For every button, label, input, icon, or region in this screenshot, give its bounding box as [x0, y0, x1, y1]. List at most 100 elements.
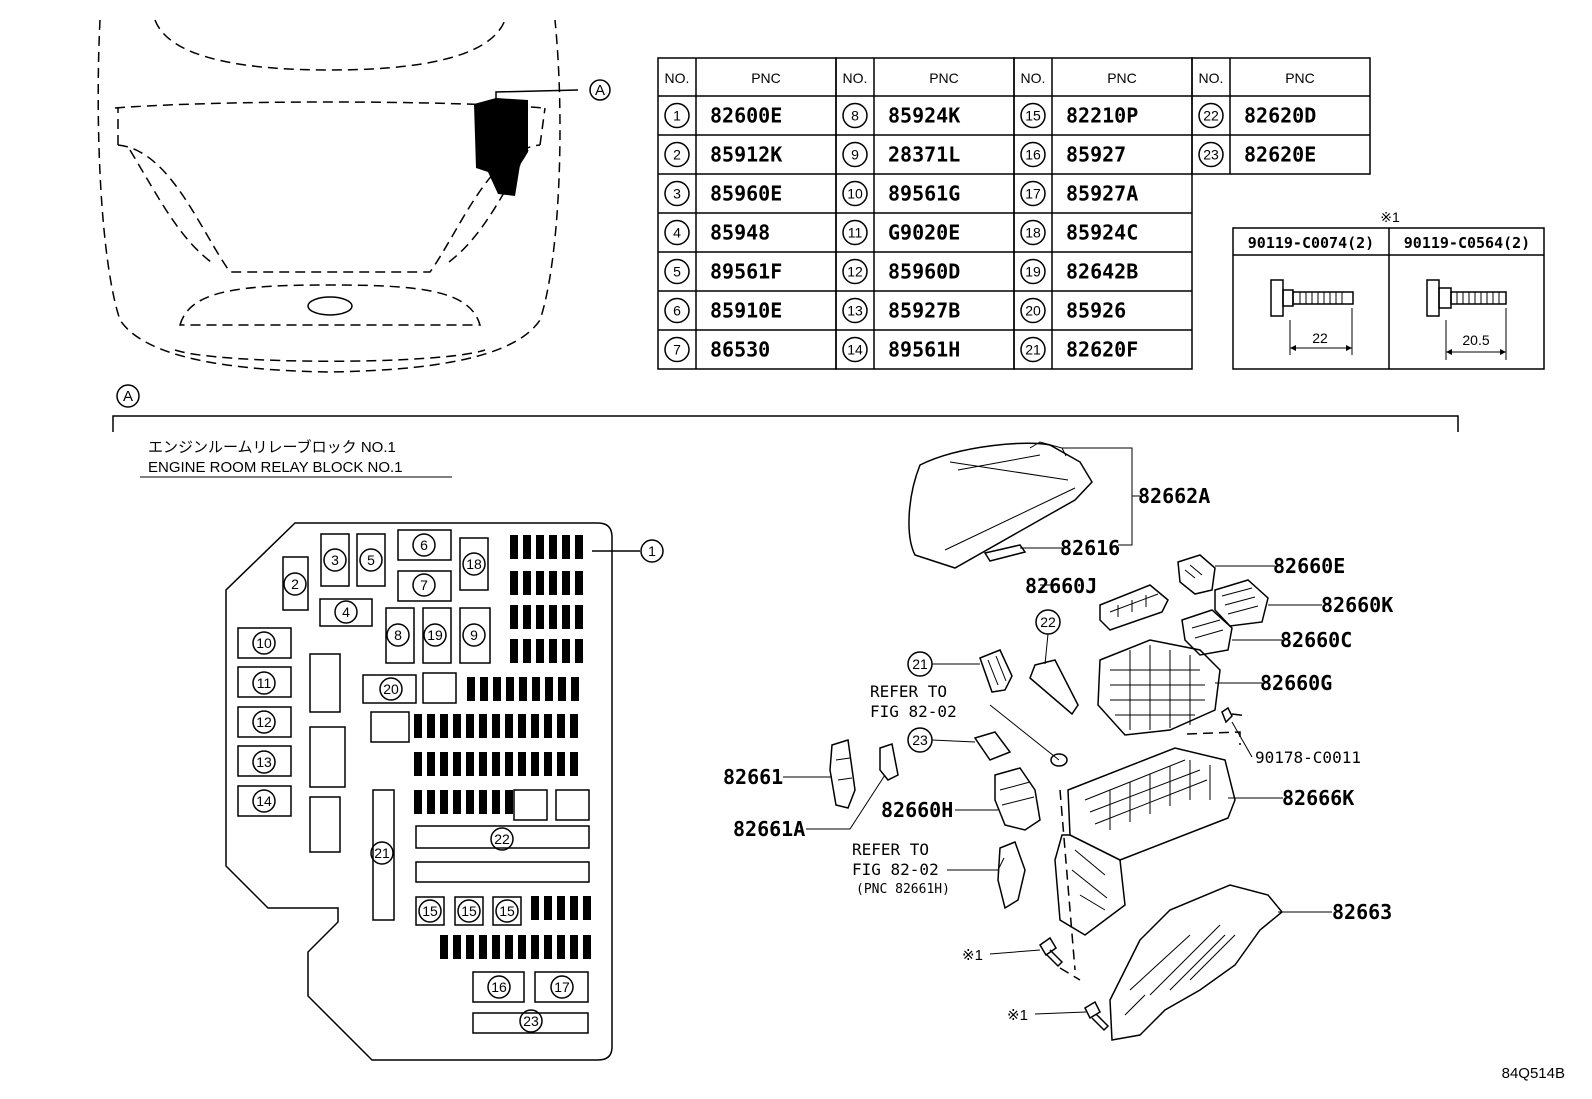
pnc-code: 85960E [710, 182, 782, 206]
pnc-code: 85926 [1066, 299, 1126, 323]
fuse-bar [523, 605, 531, 629]
fuse-bar [479, 790, 487, 814]
pnc-no: 11 [848, 225, 863, 241]
relay-slot-number: 11 [257, 675, 272, 691]
bolt-icon [1038, 936, 1064, 968]
fuse-bar [427, 714, 435, 738]
relay-slot-number: 9 [470, 627, 478, 643]
relay-slot-circle [334, 600, 358, 624]
relay-slot [237, 627, 292, 659]
relay-slot-number: 17 [554, 979, 570, 995]
pnc-no-circle [664, 297, 690, 324]
fuse-bar [531, 714, 539, 738]
fuse-bar [545, 677, 553, 701]
pnc-no-circle [664, 180, 690, 207]
pnc-code: 85924C [1066, 221, 1138, 245]
relay-slot-blank [309, 726, 346, 788]
fuse-bar [510, 571, 518, 595]
relay-slot [385, 607, 415, 664]
fuse-bar [558, 677, 566, 701]
pnc-header-pnc: PNC [751, 70, 781, 86]
refer-text-1a: REFER TO [870, 682, 947, 701]
fuse-bar [549, 605, 557, 629]
fuse-bar [427, 790, 435, 814]
relay-slot [237, 706, 292, 738]
connector-82660H [994, 767, 1041, 831]
relay-slot-circle [495, 899, 519, 923]
relay-slot-circle [490, 827, 514, 851]
refer-text-1b: FIG 82-02 [870, 702, 957, 721]
relay-slot [472, 971, 525, 1003]
fuse-bar [562, 535, 570, 559]
connector-82660G [1097, 639, 1221, 736]
pnc-header-no: NO. [1199, 70, 1224, 86]
callout-a-car [589, 79, 611, 101]
circle-21 [907, 651, 933, 677]
pnc-no: 16 [1025, 147, 1041, 163]
relay-slot-blank [415, 861, 590, 883]
relay-slot-circle [412, 533, 436, 557]
pnc-code: 85927 [1066, 143, 1126, 167]
relay-callout-1 [640, 539, 664, 563]
fuse-bar [518, 935, 526, 959]
label-82616: 82616 [1060, 536, 1120, 560]
fuse-bar [518, 714, 526, 738]
bolt-table: ※1 90119-C0074(2) 90119-C0564(2) 22 [1232, 209, 1545, 370]
pnc-code: 86530 [710, 338, 770, 362]
fuse-bar [583, 935, 591, 959]
label-82661: 82661 [723, 765, 783, 789]
relay-slot [237, 745, 292, 777]
fuse-bar [583, 896, 591, 920]
fuse-bar [557, 752, 565, 776]
pnc-no: 3 [673, 186, 681, 202]
circle-21-label: 21 [912, 656, 928, 672]
fuse-part-21 [979, 649, 1013, 693]
grommet [989, 704, 1068, 767]
relay-slot-number: 7 [420, 577, 428, 593]
fuse-bar [531, 752, 539, 776]
bolt-mark-1: ※1 [962, 947, 983, 964]
label-82660H: 82660H [881, 798, 953, 822]
pnc-no: 5 [673, 264, 681, 280]
fuse-bar [510, 639, 518, 663]
connector-82660J [1099, 584, 1169, 631]
fuse-part-22 [1029, 659, 1079, 716]
fuse-bar [479, 935, 487, 959]
pnc-no: 1 [673, 108, 681, 124]
relay-slot-number: 21 [374, 845, 390, 861]
fuse-bar [575, 639, 583, 663]
relay-slot-number: 23 [523, 1013, 539, 1029]
relay-slot-blank [555, 789, 590, 821]
fuse-bar [549, 535, 557, 559]
fuse-bar [536, 639, 544, 663]
fuse-bar [453, 752, 461, 776]
pnc-code: 82620F [1066, 338, 1138, 362]
relay-slot-circle [252, 789, 276, 813]
relay-block-cover [908, 441, 1093, 569]
relay-slot-circle [252, 671, 276, 695]
fuse-bar [506, 677, 514, 701]
car-top-view: A [97, 19, 611, 373]
pnc-no: 23 [1203, 147, 1219, 163]
fuse-bar [570, 896, 578, 920]
fuse-bar [549, 639, 557, 663]
relay-slot-number: 14 [256, 793, 272, 809]
fuse-bar [544, 714, 552, 738]
pnc-no-circle [664, 141, 690, 168]
relay-slot-number: 3 [331, 552, 339, 568]
fuse-bar [536, 605, 544, 629]
pnc-no-circle [842, 102, 868, 129]
fuse-bar [557, 896, 565, 920]
pnc-no: 8 [851, 108, 859, 124]
cover-insert-82616 [983, 544, 1027, 562]
bolt-length-2: 20.5 [1462, 332, 1489, 348]
fuse-bar [549, 571, 557, 595]
pnc-code: 85912K [710, 143, 782, 167]
relay-slot-circle [370, 841, 394, 865]
fuse-bar [414, 790, 422, 814]
pnc-no-circle [1020, 219, 1046, 246]
relay-slot [397, 529, 452, 561]
relay-slot-number: 4 [342, 604, 350, 620]
figure-id: 84Q514B [1502, 1065, 1565, 1082]
relay-slot [534, 971, 589, 1003]
